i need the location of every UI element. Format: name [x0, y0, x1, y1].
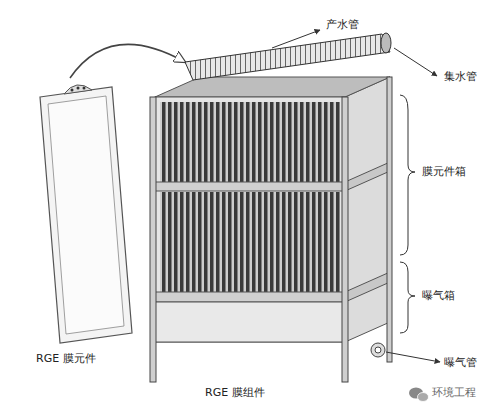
- part-label: RGE 膜元件: [36, 352, 96, 365]
- part-label: 曝气管: [444, 356, 477, 369]
- part-label: RGE 膜组件: [205, 386, 265, 399]
- bracket: [400, 262, 415, 333]
- membrane-element: [40, 85, 132, 343]
- wechat-icon: [409, 388, 429, 402]
- part-label: 产水管: [326, 18, 359, 31]
- bracket: [400, 95, 415, 255]
- insert-arrow: [70, 44, 185, 78]
- part-label: 膜元件箱: [422, 165, 466, 178]
- membrane-module: [150, 33, 392, 382]
- part-label: 曝气箱: [422, 289, 455, 302]
- watermark: 环境工程: [432, 386, 476, 399]
- part-label: 集水管: [444, 70, 477, 83]
